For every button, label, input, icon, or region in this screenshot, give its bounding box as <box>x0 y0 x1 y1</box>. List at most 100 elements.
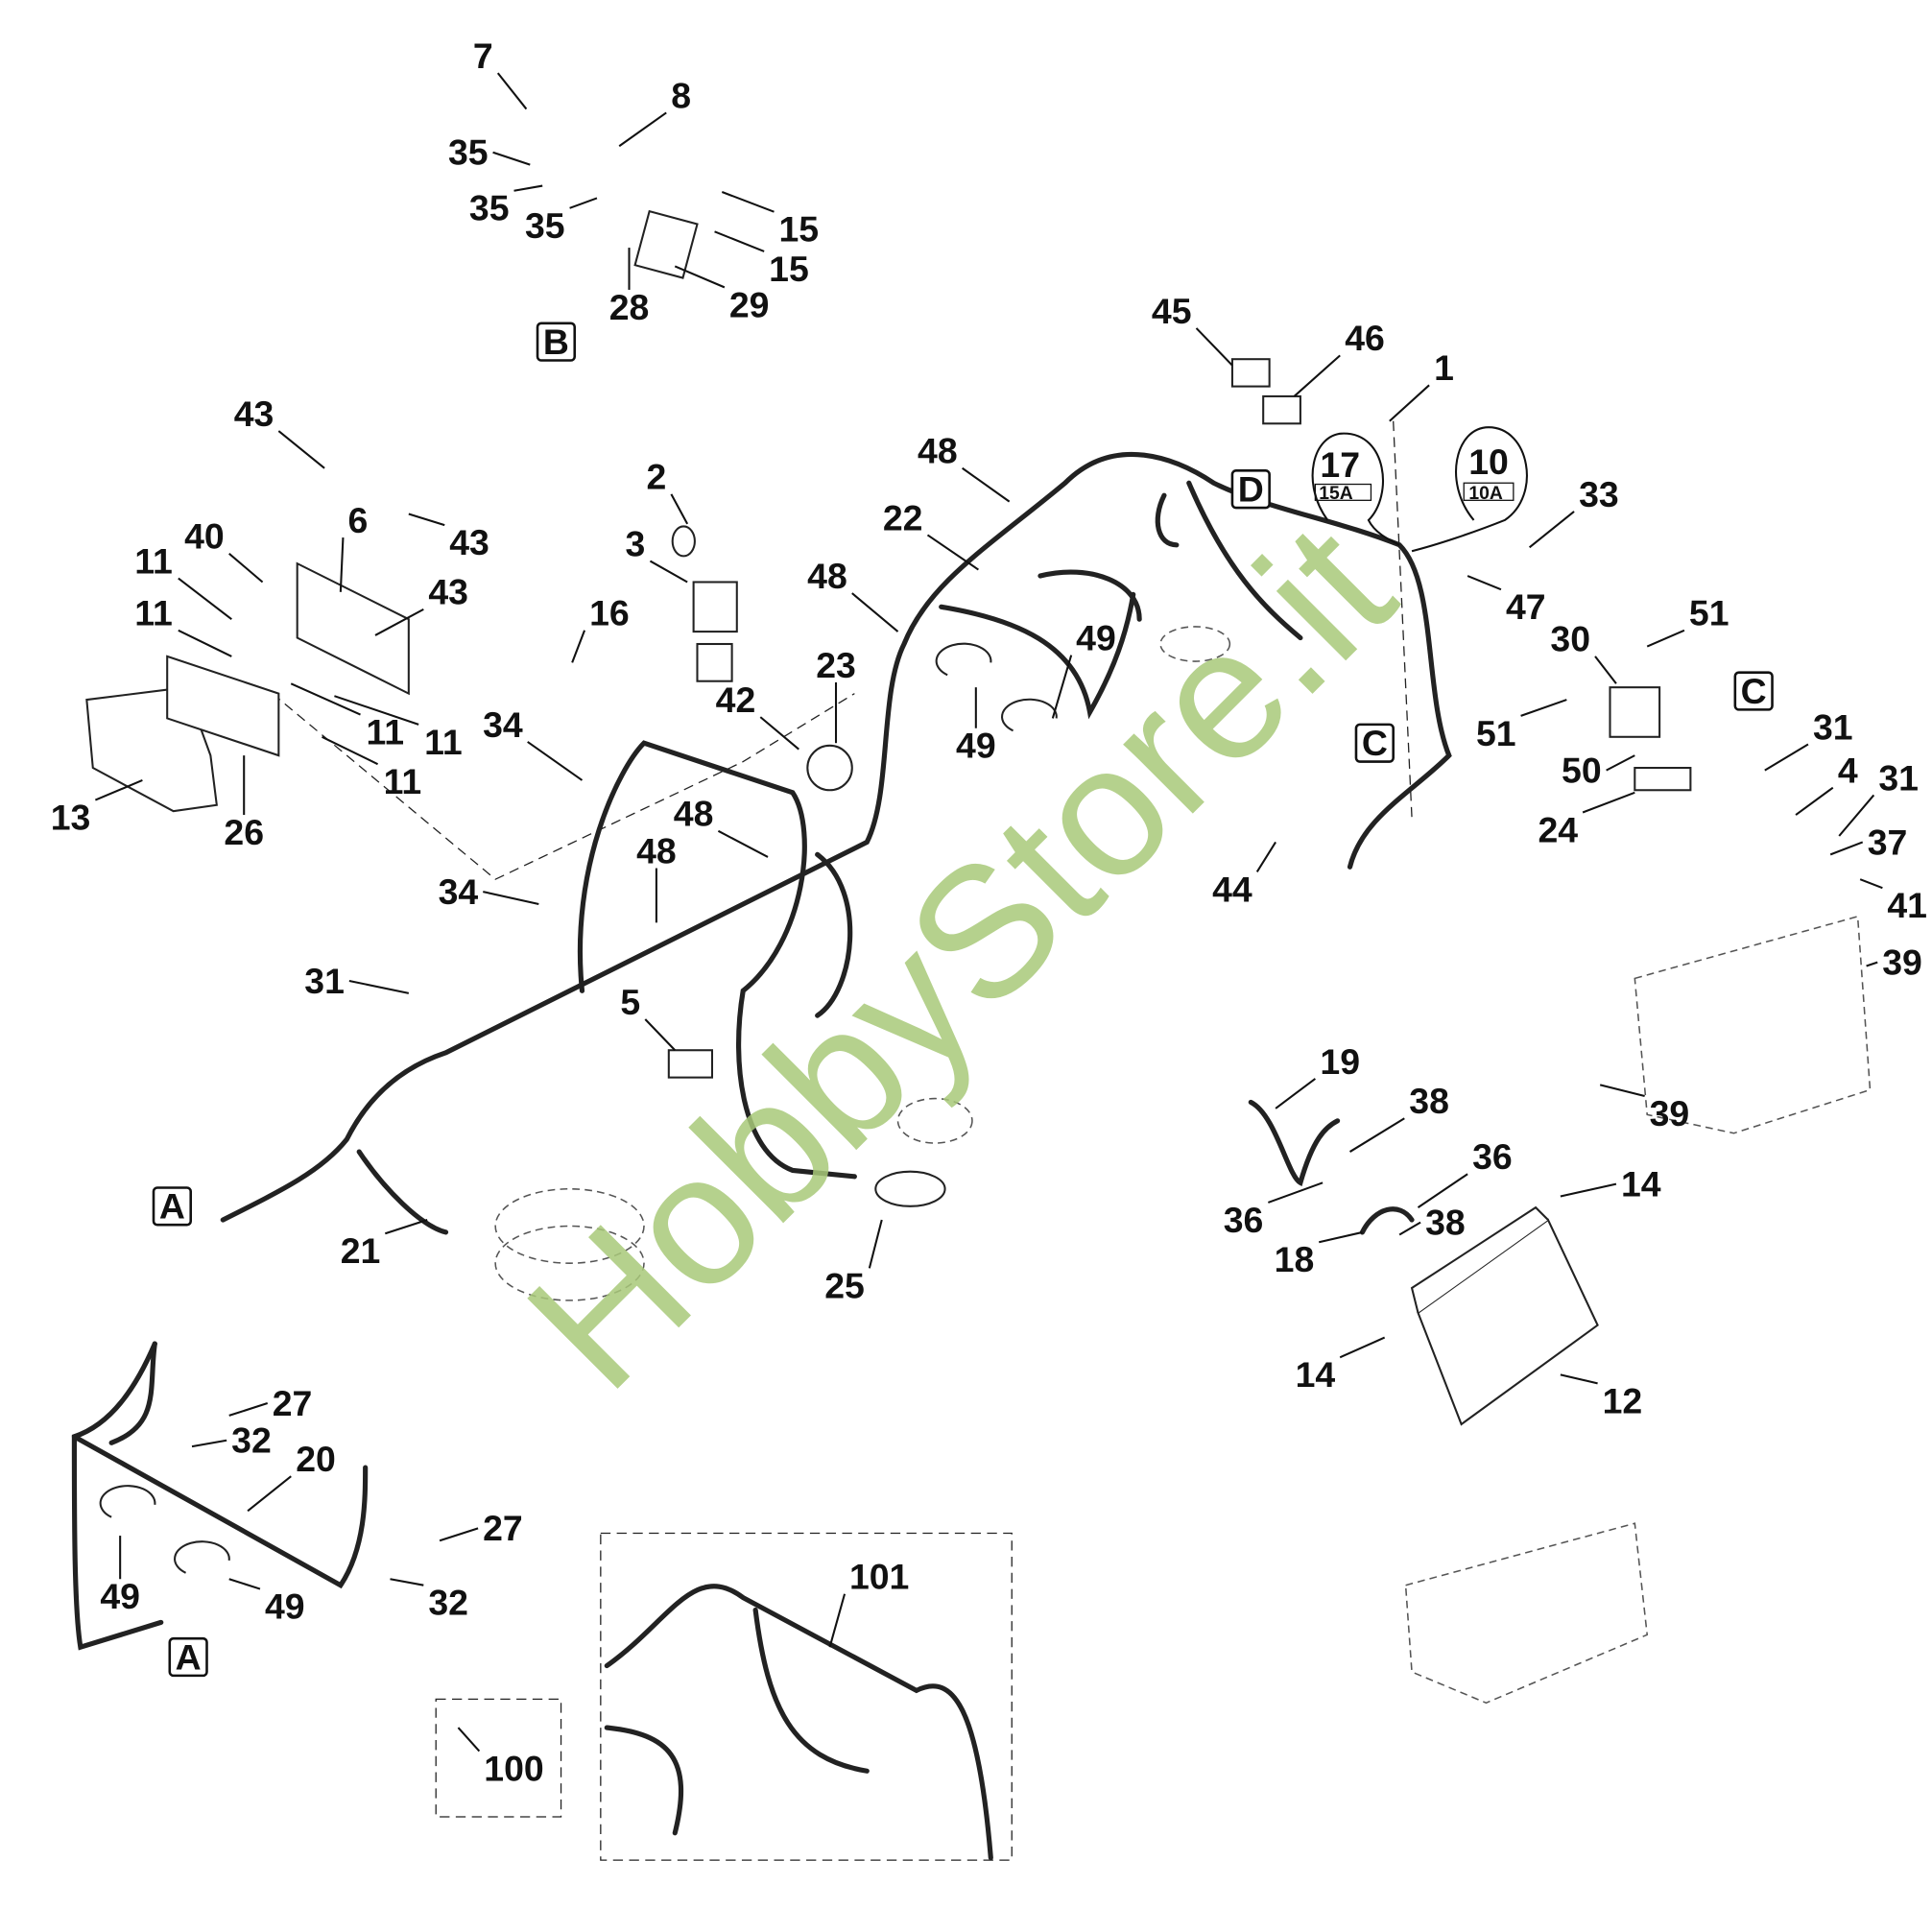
leader-line <box>178 629 232 657</box>
leader-line <box>868 1219 883 1269</box>
leader-line <box>439 1527 479 1542</box>
circuit-board-26 <box>166 655 280 757</box>
reference-box-A: A <box>176 1636 202 1677</box>
callout-11: 11 <box>134 540 173 581</box>
reference-box-C: C <box>1362 723 1388 763</box>
leader-line <box>94 778 143 801</box>
leader-line <box>670 493 689 525</box>
leader-line <box>1594 656 1617 684</box>
callout-7: 7 <box>473 36 493 76</box>
leader-line <box>1339 1336 1386 1359</box>
reference-box-A: A <box>159 1186 185 1227</box>
callout-31: 31 <box>1813 706 1853 747</box>
fuse-17-callout: 17 15A <box>1311 432 1400 546</box>
leader-line <box>1764 743 1809 772</box>
leader-line <box>1520 699 1567 717</box>
fuse-rating: 10A <box>1468 483 1503 504</box>
leader-line <box>191 1439 227 1448</box>
clutch-21 <box>494 1187 645 1301</box>
sensor-25 <box>874 1170 946 1207</box>
callout-39: 39 <box>1882 942 1922 983</box>
fuse-number: 10 <box>1468 441 1509 482</box>
switch-30 <box>1609 686 1692 792</box>
callout-43: 43 <box>449 522 489 562</box>
callout-16: 16 <box>589 593 630 633</box>
watermark: HobbyStore.it <box>489 486 1431 1428</box>
leader-line <box>1528 511 1575 549</box>
callout-38: 38 <box>1409 1081 1449 1121</box>
regulator-29 <box>633 209 699 279</box>
callout-21: 21 <box>341 1230 381 1271</box>
callout-32: 32 <box>428 1583 468 1623</box>
kit-box-100 <box>435 1698 562 1818</box>
callout-100: 100 <box>484 1749 543 1789</box>
callout-35: 35 <box>469 188 510 228</box>
reference-box-frame <box>168 1636 208 1678</box>
callout-4: 4 <box>1838 751 1858 791</box>
callout-40: 40 <box>184 516 225 557</box>
leader-line <box>1255 841 1276 872</box>
leader-line <box>1051 655 1073 719</box>
leader-line <box>228 1578 261 1590</box>
leader-line <box>290 682 361 716</box>
leader-line <box>714 230 765 252</box>
callout-19: 19 <box>1320 1041 1360 1082</box>
reference-box-frame <box>536 322 577 362</box>
leader-line <box>348 979 410 994</box>
callout-43: 43 <box>234 394 274 434</box>
leader-line <box>1646 629 1685 648</box>
callout-8: 8 <box>671 75 691 115</box>
reference-box-frame <box>152 1186 193 1227</box>
leader-line <box>1560 1373 1598 1385</box>
leader-line <box>1467 575 1502 591</box>
callout-48: 48 <box>636 830 677 871</box>
leader-line <box>1838 794 1875 837</box>
reference-box-B: B <box>543 322 569 362</box>
leader-line <box>962 466 1011 503</box>
leader-line <box>1606 754 1635 772</box>
callout-31: 31 <box>304 961 345 1001</box>
callout-25: 25 <box>824 1265 865 1305</box>
callout-14: 14 <box>1621 1164 1661 1205</box>
cable-18 <box>1359 1206 1415 1235</box>
callout-15: 15 <box>778 209 819 250</box>
callout-43: 43 <box>428 572 468 612</box>
callout-39: 39 <box>1650 1093 1690 1133</box>
ignition-switch-3 <box>692 581 738 682</box>
relay-45 <box>1230 358 1271 388</box>
callout-32: 32 <box>231 1420 272 1461</box>
clutch-ghost <box>896 1097 973 1144</box>
leader-line <box>483 891 539 905</box>
leader-line <box>322 735 379 766</box>
callout-11: 11 <box>424 722 463 762</box>
callout-33: 33 <box>1579 474 1619 514</box>
callout-2: 2 <box>646 457 666 497</box>
callout-35: 35 <box>448 132 489 173</box>
leader-line <box>618 111 667 148</box>
leader-line <box>1348 1117 1405 1153</box>
leader-line <box>492 151 531 166</box>
leader-line <box>178 577 232 621</box>
callout-50: 50 <box>1562 751 1602 791</box>
leader-line <box>1859 878 1883 890</box>
leader-line <box>408 513 445 527</box>
callout-13: 13 <box>51 798 91 838</box>
sensor-ghost <box>1159 626 1231 662</box>
callout-35: 35 <box>525 205 565 246</box>
callout-49: 49 <box>1076 617 1116 657</box>
switch-5 <box>667 1049 714 1079</box>
relay-46 <box>1262 394 1301 425</box>
leader-line <box>649 560 688 584</box>
callout-27: 27 <box>273 1383 313 1423</box>
leader-line <box>1293 354 1341 397</box>
assembly-line <box>1393 420 1413 818</box>
callout-47: 47 <box>1506 586 1546 627</box>
leader-line <box>247 1475 292 1513</box>
fuse-10-callout: 10 10A <box>1411 426 1528 553</box>
hour-meter-23 <box>806 744 853 792</box>
reference-box-frame <box>1230 469 1271 510</box>
callout-51: 51 <box>1476 713 1516 753</box>
leader-line <box>1268 1181 1324 1204</box>
leader-line <box>851 592 899 632</box>
